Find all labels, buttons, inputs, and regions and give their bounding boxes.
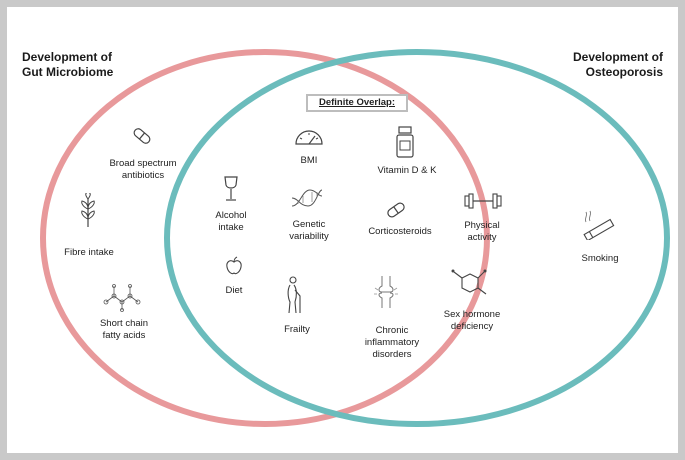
molecule-icon — [100, 282, 146, 312]
fibre-intake-label: Fibre intake — [64, 247, 114, 258]
gut-microbiome-circle — [40, 49, 490, 427]
osteoporosis-circle — [164, 49, 670, 427]
gut-microbiome-title: Development of Gut Microbiome — [22, 50, 114, 79]
dumbbell-icon — [463, 192, 503, 210]
cigarette-icon — [582, 208, 618, 240]
osteoporosis-title: Development of Osteoporosis — [572, 50, 663, 79]
corticosteroids-label: Corticosteroids — [368, 226, 432, 237]
dna-icon — [290, 186, 324, 210]
vitamin-d-k-label: Vitamin D & K — [377, 165, 437, 176]
wine-glass-icon — [222, 175, 240, 203]
scale-gauge-icon — [294, 128, 324, 146]
inflamed-joint-icon — [372, 274, 400, 310]
apple-icon — [224, 256, 244, 276]
plant-icon — [78, 193, 98, 227]
elderly-person-icon — [284, 276, 306, 314]
definite-overlap-label: Definite Overlap: — [306, 94, 408, 112]
smoking-label: Smoking — [581, 253, 619, 264]
capsule-icon — [131, 126, 153, 146]
pill-bottle-icon — [395, 126, 415, 158]
capsule-icon — [385, 200, 407, 220]
bmi-label: BMI — [300, 155, 318, 166]
steroid-ring-icon — [450, 268, 490, 300]
frailty-label: Frailty — [284, 324, 310, 335]
diet-label: Diet — [225, 285, 243, 296]
